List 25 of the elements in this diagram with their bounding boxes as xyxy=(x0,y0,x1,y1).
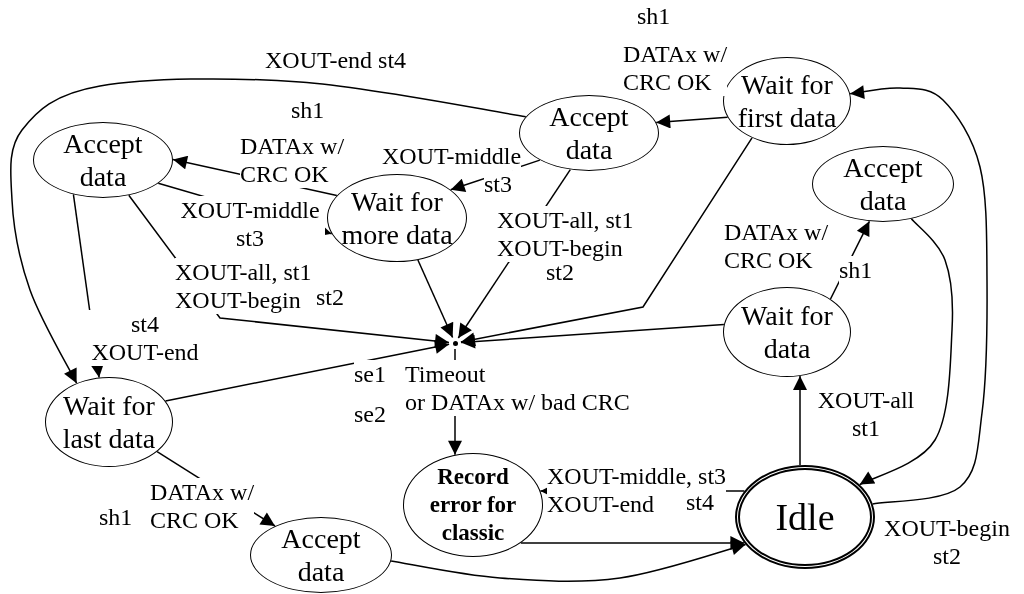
transition-arrow xyxy=(655,114,729,129)
state-name: Accept data xyxy=(63,127,143,193)
state-name: Accept data xyxy=(843,151,923,217)
transition-arrow xyxy=(520,536,746,550)
state-name: Wait for first data xyxy=(737,68,837,134)
state-name: Record error for classic xyxy=(429,463,517,547)
transition-arrow xyxy=(849,84,988,505)
transition-arrow xyxy=(417,259,454,339)
edge-label: Timeout or DATAx w/ bad CRC xyxy=(405,360,630,416)
transition-arrow xyxy=(390,541,747,582)
junction-dot xyxy=(452,340,458,346)
transition-arrow xyxy=(10,78,527,384)
state-name: Wait for more data xyxy=(341,185,453,251)
transition-arrow xyxy=(460,137,753,347)
transition-arrow xyxy=(793,375,807,466)
transition-arrow xyxy=(859,218,954,486)
state-name: Wait for data xyxy=(741,299,833,365)
transition-arrow xyxy=(164,340,450,402)
transition-arrow xyxy=(460,323,725,349)
edge-label: XOUT-all, st1 XOUT-begin xyxy=(175,258,312,314)
state-name: Accept data xyxy=(549,100,629,166)
state-name: Wait for last data xyxy=(62,389,156,455)
state-code-label: sh1 xyxy=(839,256,873,284)
state-name: Accept data xyxy=(281,522,361,588)
state-name: Idle xyxy=(775,500,835,534)
